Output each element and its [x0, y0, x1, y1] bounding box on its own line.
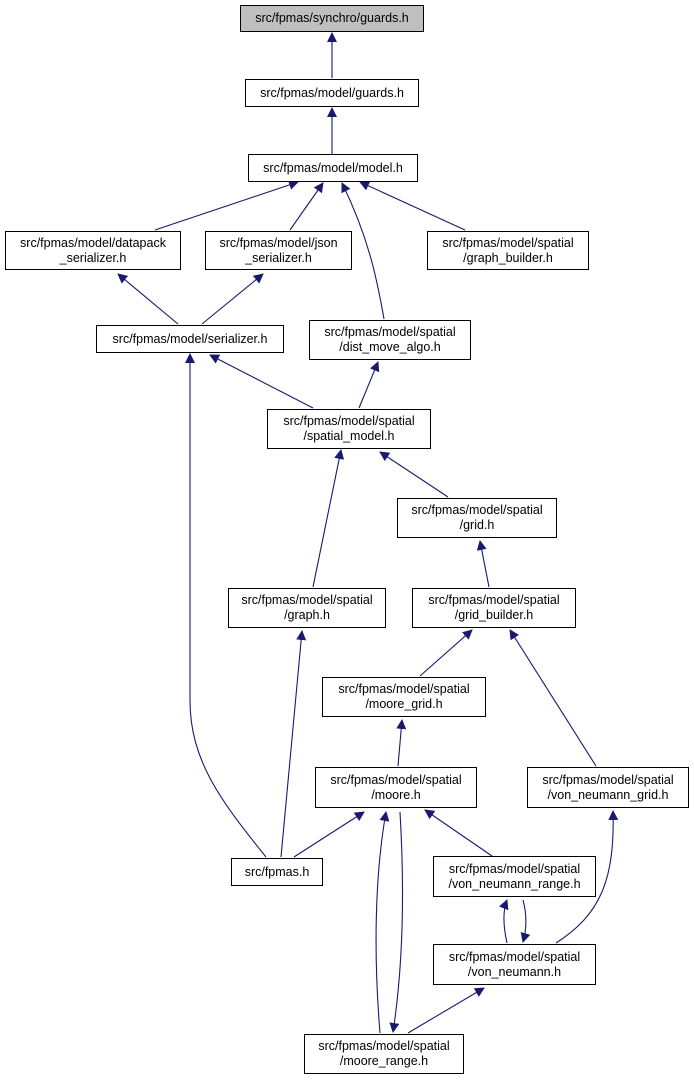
node-label-line: src/fpmas/model/model.h [263, 160, 403, 175]
node-label-line: /von_neumann_range.h [448, 876, 581, 891]
node-von-neumann[interactable]: src/fpmas/model/spatial /von_neumann.h [433, 944, 596, 985]
node-label-line: src/fpmas/model/serializer.h [112, 331, 268, 346]
edge-spatial-model-to-dist-move-algo [358, 361, 380, 409]
node-label-line: src/fpmas/model/spatial [318, 1039, 450, 1053]
edge-von-neumann-grid-to-grid-builder [509, 629, 597, 767]
edge-json-serializer-to-model [289, 182, 324, 231]
edge-moore-range-to-moore [375, 811, 390, 1034]
node-label-line: src/fpmas/model/spatial [338, 682, 470, 696]
edge-dist-move-algo-to-model [341, 182, 385, 320]
node-label-line: src/fpmas/model/spatial [241, 593, 373, 607]
node-label-line: src/fpmas/model/spatial [411, 503, 543, 517]
node-moore-range[interactable]: src/fpmas/model/spatial /moore_range.h [304, 1034, 464, 1074]
edge-moore-to-moore-range [389, 811, 403, 1033]
node-spatial-model[interactable]: src/fpmas/model/spatial /spatial_model.h [267, 409, 431, 449]
node-label-line: src/fpmas/model/json [219, 235, 338, 250]
node-label-line: src/fpmas/model/spatial [448, 861, 581, 876]
node-grid[interactable]: src/fpmas/model/spatial /grid.h [397, 498, 557, 538]
node-label-line: /von_neumann_grid.h [547, 787, 669, 802]
node-guards-model[interactable]: src/fpmas/model/guards.h [245, 79, 419, 107]
edge-moore-grid-to-grid-builder [419, 629, 473, 677]
edge-von-neumann-range-to-von-neumann [520, 899, 531, 943]
edge-serializer-to-json-serializer [201, 273, 264, 325]
node-label-line: src/fpmas/model/datapack [20, 235, 166, 250]
node-moore-grid[interactable]: src/fpmas/model/spatial /moore_grid.h [322, 677, 486, 717]
edge-fpmas-to-serializer [185, 353, 267, 858]
edge-grid-builder-to-grid [476, 540, 490, 588]
node-label-line: src/fpmas/model/spatial [324, 325, 456, 339]
node-label-line: src/fpmas/model/spatial [448, 949, 581, 964]
node-label-line: /grid.h [459, 518, 495, 532]
node-guards-sync: src/fpmas/synchro/guards.h [240, 5, 424, 32]
node-label-line: src/fpmas/synchro/guards.h [255, 11, 409, 25]
node-label-line: /von_neumann.h [467, 964, 562, 979]
edge-moore-to-moore-grid [396, 719, 407, 767]
node-label-line: _serializer.h [245, 250, 312, 265]
node-graph[interactable]: src/fpmas/model/spatial /graph.h [228, 588, 386, 628]
edge-fpmas-to-graph [280, 630, 307, 858]
node-graph-builder[interactable]: src/fpmas/model/spatial /graph_builder.h [427, 231, 589, 270]
edge-graph-to-spatial-model [312, 449, 345, 588]
node-von-neumann-grid[interactable]: src/fpmas/model/spatial /von_neumann_gri… [527, 767, 689, 808]
node-label-line: /spatial_model.h [303, 429, 395, 443]
node-label-line: src/fpmas/model/spatial [330, 772, 462, 787]
node-label-line: /moore_range.h [339, 1054, 429, 1068]
edge-serializer-to-datapack-serializer [117, 273, 179, 325]
edge-moore-range-to-von-neumann [407, 987, 485, 1034]
edge-spatial-model-to-serializer [209, 354, 314, 409]
edge-von-neumann-range-to-moore [424, 809, 493, 857]
node-moore[interactable]: src/fpmas/model/spatial /moore.h [315, 767, 477, 808]
node-label-line: /grid_builder.h [454, 608, 534, 622]
node-label-line: /moore_grid.h [365, 697, 443, 711]
node-model[interactable]: src/fpmas/model/model.h [248, 154, 418, 182]
edge-graph-builder-to-model [359, 181, 466, 231]
node-label-line: src/fpmas.h [244, 864, 310, 879]
edge-grid-to-spatial-model [379, 451, 449, 498]
node-label-line: _serializer.h [59, 250, 127, 265]
node-label-line: src/fpmas/model/spatial [542, 772, 674, 787]
node-label-line: /moore.h [371, 787, 421, 802]
edge-fpmas-to-moore [293, 811, 365, 858]
node-label-line: /dist_move_algo.h [339, 340, 441, 354]
edge-von-neumann-to-von-neumann-grid [555, 810, 619, 944]
node-fpmas[interactable]: src/fpmas.h [231, 858, 323, 886]
node-label-line: /graph.h [284, 608, 330, 622]
node-grid-builder[interactable]: src/fpmas/model/spatial /grid_builder.h [412, 588, 576, 628]
node-label-line: src/fpmas/model/spatial [283, 414, 415, 428]
node-label-line: src/fpmas/model/spatial [428, 593, 560, 607]
node-label-line: /graph_builder.h [463, 250, 553, 265]
edge-datapack-serializer-to-model [154, 180, 299, 231]
edge-layer [117, 32, 619, 1034]
node-label-line: src/fpmas/model/spatial [442, 235, 574, 250]
edge-von-neumann-to-von-neumann-range [499, 899, 509, 944]
node-datapack-serializer[interactable]: src/fpmas/model/datapack _serializer.h [5, 231, 181, 270]
node-label-line: src/fpmas/model/guards.h [260, 85, 404, 100]
node-json-serializer[interactable]: src/fpmas/model/json _serializer.h [205, 231, 352, 270]
node-von-neumann-range[interactable]: src/fpmas/model/spatial /von_neumann_ran… [433, 856, 596, 897]
node-serializer[interactable]: src/fpmas/model/serializer.h [96, 325, 284, 353]
node-dist-move-algo[interactable]: src/fpmas/model/spatial /dist_move_algo.… [309, 320, 471, 360]
